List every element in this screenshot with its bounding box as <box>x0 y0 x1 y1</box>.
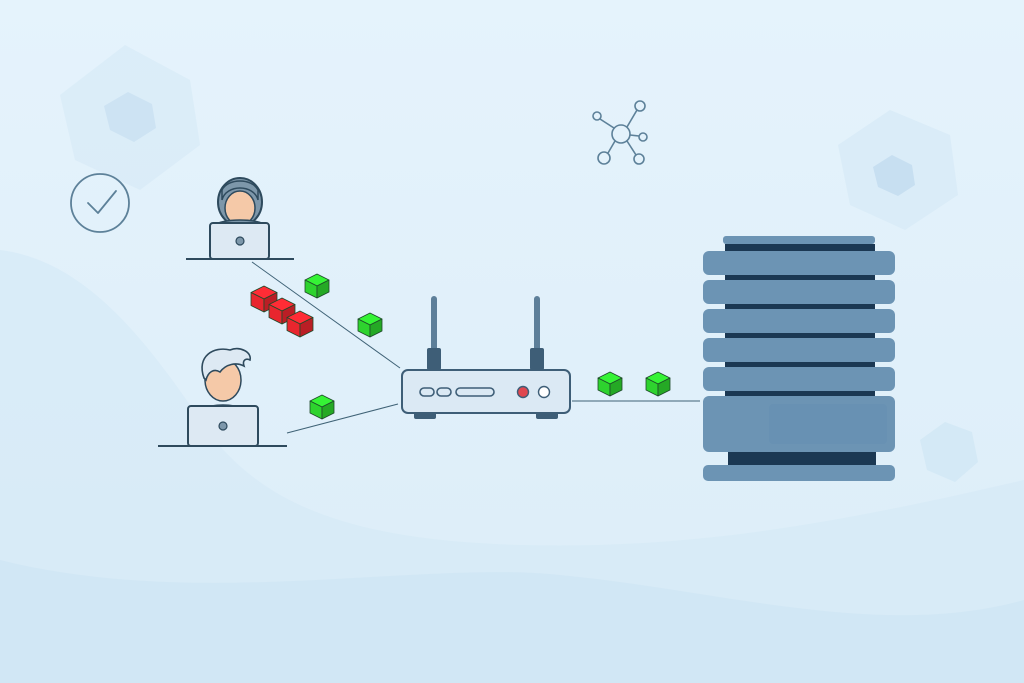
router-led-red <box>516 385 530 399</box>
laptop-logo-icon <box>235 236 245 246</box>
connection-line-user2-router <box>286 403 399 434</box>
user-hair <box>201 347 251 382</box>
router-port <box>419 387 435 397</box>
server-unit <box>703 309 895 333</box>
background-wave-lower <box>0 560 1024 683</box>
server-unit <box>703 338 895 362</box>
data-packets <box>250 273 671 420</box>
accepted-packet-icon <box>645 371 671 397</box>
router-body <box>401 369 571 414</box>
router-led-white <box>537 385 551 399</box>
laptop-logo-icon <box>218 421 228 431</box>
checkmark-icon <box>70 173 130 233</box>
server-unit <box>703 367 895 391</box>
hexagon-decoration <box>104 92 156 142</box>
server-base <box>703 465 895 481</box>
wireless-router <box>401 296 571 419</box>
accepted-packet-icon <box>357 312 383 338</box>
accepted-packet-icon <box>304 273 330 299</box>
server-unit <box>703 280 895 304</box>
router-port <box>455 387 495 397</box>
accepted-packet-icon <box>309 394 335 420</box>
background-wave <box>0 250 1024 683</box>
connection-line-user1-router <box>251 261 401 369</box>
server-rack <box>703 236 895 481</box>
hexagon-decoration <box>873 155 915 196</box>
accepted-packet-icon <box>597 371 623 397</box>
network-nodes-icon <box>592 100 648 165</box>
router-port <box>436 387 452 397</box>
server-unit <box>703 251 895 275</box>
blocked-packet-icon <box>286 310 314 338</box>
user-male-with-laptop <box>158 347 287 447</box>
hexagon-decoration <box>920 422 978 482</box>
blocked-packet-icon <box>250 285 278 313</box>
user-female-with-laptop <box>186 177 294 260</box>
